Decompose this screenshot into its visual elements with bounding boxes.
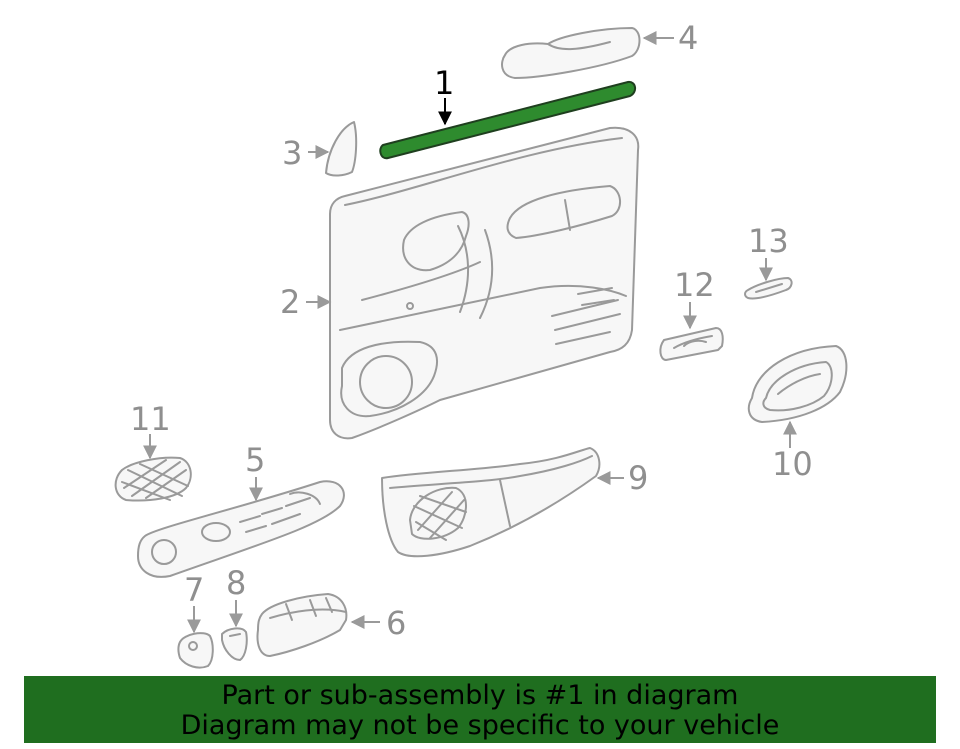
part-9-map-pocket bbox=[381, 447, 601, 558]
part-12-lock-switch bbox=[659, 327, 724, 361]
callout-13: 13 bbox=[748, 222, 789, 260]
callout-11: 11 bbox=[130, 400, 171, 438]
callout-8: 8 bbox=[226, 564, 246, 602]
callout-12: 12 bbox=[674, 266, 715, 304]
leader-lines bbox=[143, 31, 797, 634]
callout-2: 2 bbox=[280, 283, 300, 321]
part-6-window-switch bbox=[256, 593, 348, 657]
part-7-lock-knob bbox=[177, 632, 214, 669]
callout-5: 5 bbox=[245, 441, 265, 479]
callout-3: 3 bbox=[282, 134, 302, 172]
callout-numbers: 1 2 3 4 5 6 7 8 9 10 11 12 13 bbox=[130, 19, 813, 642]
part-3-mirror-cover bbox=[325, 121, 358, 177]
callout-6: 6 bbox=[386, 604, 406, 642]
callout-10: 10 bbox=[772, 445, 813, 483]
callout-4: 4 bbox=[678, 19, 698, 57]
parts-diagram: 1 2 3 4 5 6 7 8 9 10 11 12 13 bbox=[114, 19, 848, 669]
callout-1: 1 bbox=[434, 64, 454, 102]
banner-line-1: Part or sub-assembly is #1 in diagram bbox=[221, 680, 739, 711]
callout-9: 9 bbox=[628, 459, 648, 497]
banner-line-2: Diagram may not be specific to your vehi… bbox=[180, 710, 780, 741]
part-8-clip bbox=[221, 627, 248, 661]
part-4-handle-cover bbox=[501, 27, 641, 79]
part-2-door-trim-panel bbox=[329, 126, 640, 440]
part-5-armrest-bezel bbox=[137, 480, 345, 578]
part-11-speaker-grille bbox=[114, 456, 192, 502]
callout-7: 7 bbox=[184, 571, 204, 609]
part-1-window-sealing-strip bbox=[379, 80, 636, 160]
part-10-handle-bezel bbox=[747, 345, 848, 423]
disclaimer-banner: Part or sub-assembly is #1 in diagram Di… bbox=[24, 676, 936, 743]
part-13-switch-bezel bbox=[744, 277, 793, 300]
